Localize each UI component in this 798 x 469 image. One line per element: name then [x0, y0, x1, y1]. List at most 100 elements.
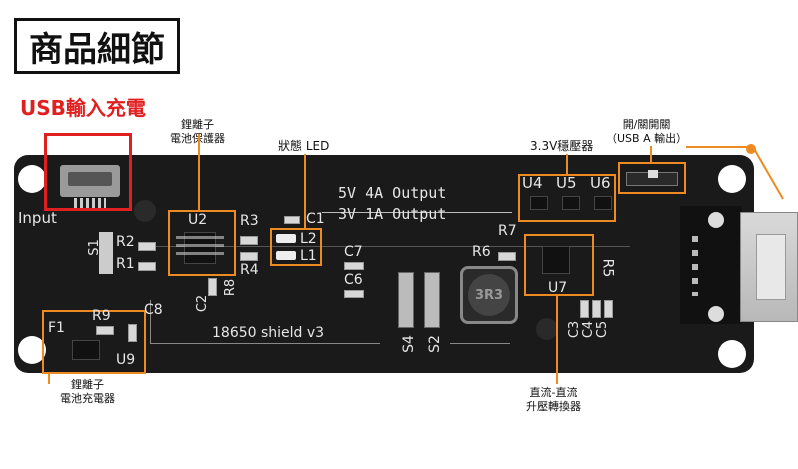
usb-input-label: USB輸入充電 [20, 96, 146, 120]
callout-switch: 開/關開關 （USB A 輸出） [606, 118, 688, 145]
chip-u4 [530, 196, 548, 210]
silk-output-3v: 3V 1A Output [338, 205, 447, 223]
silk-s4: S4 [400, 335, 417, 353]
callout-regulator: 3.3V穩壓器 [530, 139, 594, 153]
silk-l1: L1 [300, 248, 317, 264]
silk-c4: C4 [581, 320, 597, 339]
silk-u2: U2 [188, 212, 208, 228]
callout-status-led: 狀態 LED [278, 139, 330, 153]
silk-s2: S2 [426, 335, 443, 353]
resistor-r6 [498, 252, 516, 261]
callout-line [566, 154, 568, 174]
silk-r1: R1 [116, 256, 135, 272]
silk-u9: U9 [116, 352, 136, 368]
callout-line [48, 374, 50, 384]
silk-input: Input [18, 209, 57, 227]
silk-shield: 18650 shield v3 [212, 325, 325, 341]
callout-boost: 直流-直流 升壓轉換器 [526, 386, 581, 413]
silk-c2: C2 [195, 294, 211, 313]
resistor-r2 [138, 242, 156, 251]
capacitor-c2 [208, 278, 217, 296]
usb-input-highlight [44, 133, 132, 211]
silk-r7: R7 [498, 223, 517, 239]
callout-dot [746, 144, 756, 154]
chip-u5 [562, 196, 580, 210]
silk-c3: C3 [567, 320, 583, 339]
usb-a-mount-pin [708, 212, 724, 228]
silk-u4: U4 [522, 174, 543, 192]
capacitor-c7 [344, 262, 364, 270]
callout-line [752, 146, 784, 200]
chip-u7 [542, 246, 570, 274]
led-l1 [276, 251, 296, 260]
silk-f1: F1 [48, 320, 65, 336]
silk-r3: R3 [240, 213, 259, 229]
power-switch-knob [648, 170, 658, 178]
silk-u5: U5 [556, 174, 577, 192]
silk-r6: R6 [472, 244, 491, 260]
silk-c8: C8 [144, 302, 163, 318]
mount-hole [18, 336, 46, 364]
callout-line [650, 146, 652, 162]
capacitor-c3 [580, 300, 589, 318]
callout-line [198, 134, 200, 210]
usb-a-mount-pin [708, 306, 724, 322]
silk-r9: R9 [92, 308, 111, 324]
silk-c1: C1 [306, 211, 325, 227]
capacitor-c8 [128, 324, 137, 342]
mount-hole [718, 340, 746, 368]
silk-r2: R2 [116, 234, 135, 250]
inductor-label: 3R3 [468, 274, 510, 316]
led-l2 [276, 234, 296, 243]
usb-a-pins [692, 236, 698, 296]
silk-c6: C6 [344, 272, 363, 288]
via-hole [536, 318, 558, 340]
micro-usb-opening [68, 172, 112, 186]
callout-line [686, 146, 754, 148]
callout-li-protect: 鋰離子 電池保護器 [170, 118, 225, 145]
switch-highlight [618, 162, 686, 194]
li-protect-highlight [168, 210, 236, 276]
silk-line [322, 212, 512, 213]
silk-line [150, 246, 630, 247]
silk-c7: C7 [344, 244, 363, 260]
silk-r4: R4 [240, 262, 259, 278]
callout-line [304, 154, 306, 228]
boost-highlight [524, 234, 594, 296]
usb-a-opening [756, 234, 786, 300]
silk-line [450, 343, 510, 344]
resistor-r9 [96, 326, 114, 335]
page-title: 商品細節 [14, 18, 180, 74]
callout-line [556, 296, 558, 384]
switch-s2 [424, 272, 440, 328]
resistor-r3 [240, 236, 258, 245]
resistor-r1 [138, 262, 156, 271]
capacitor-c4 [592, 300, 601, 318]
li-charger-highlight [42, 310, 146, 374]
via-hole [134, 200, 156, 222]
capacitor [240, 252, 258, 261]
capacitor-c1 [284, 216, 300, 224]
capacitor-c5 [604, 300, 613, 318]
pcb-board [14, 155, 754, 373]
silk-l2: L2 [300, 231, 317, 247]
silk-u7: U7 [548, 280, 568, 296]
silk-r5: R5 [599, 258, 616, 278]
regulator-highlight [518, 174, 616, 222]
micro-usb-pins [74, 198, 106, 208]
chip-u6 [594, 196, 612, 210]
silk-line [150, 343, 380, 344]
callout-li-charger: 鋰離子 電池充電器 [60, 378, 115, 405]
silk-r8: R8 [223, 278, 239, 297]
switch-s1 [99, 232, 113, 274]
silk-u6: U6 [590, 174, 611, 192]
switch-s4 [398, 272, 414, 328]
mount-hole [718, 165, 746, 193]
chip-u2-pins [176, 236, 224, 260]
capacitor-c6 [344, 290, 364, 298]
usb-a-output-port [740, 212, 798, 322]
status-led-highlight [270, 228, 322, 266]
chip-u9 [72, 340, 100, 360]
mount-hole [18, 165, 46, 193]
silk-c5: C5 [595, 320, 611, 339]
